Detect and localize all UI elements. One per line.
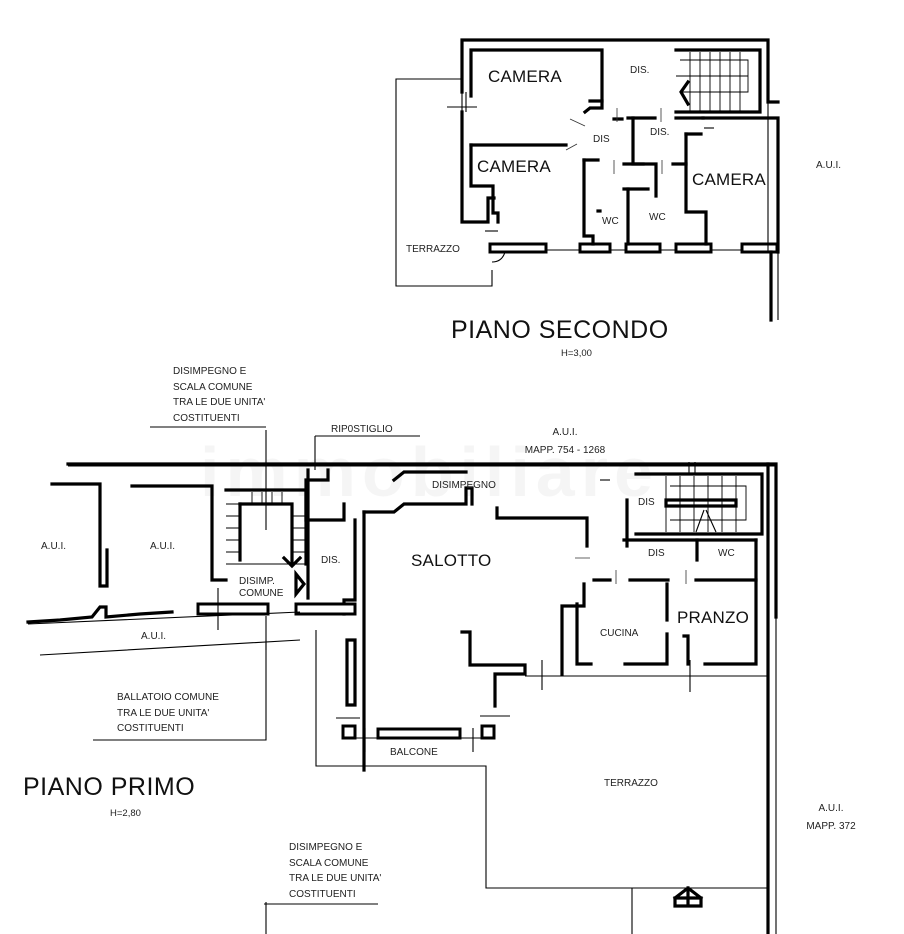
- room-dis-1: DIS.: [630, 65, 650, 76]
- room-wc-1: WC: [602, 216, 619, 227]
- floor-title-first: PIANO PRIMO: [23, 773, 196, 801]
- neighbor-aui-top: A.U.I. MAPP. 754 - 1268: [524, 427, 606, 456]
- floor-height-second: H=3,00: [561, 348, 592, 359]
- room-camera-1: CAMERA: [488, 67, 562, 86]
- room-wc-first: WC: [718, 548, 735, 559]
- room-dis-kitchen: DIS: [648, 548, 665, 559]
- room-balcone: BALCONE: [390, 747, 438, 758]
- floor-title-second: PIANO SECONDO: [451, 316, 669, 344]
- note-scala-comune-bottom: DISIMPEGNO E SCALA COMUNE TRA LE DUE UNI…: [289, 842, 382, 900]
- neighbor-aui-bottom-left: A.U.I.: [141, 631, 167, 642]
- neighbor-aui-left: A.U.I.: [150, 541, 176, 552]
- room-dis-left: DIS.: [321, 555, 341, 566]
- room-disimp-comune: DISIMP. COMUNE: [239, 576, 284, 599]
- neighbor-aui-far-left: A.U.I.: [41, 541, 67, 552]
- neighbor-aui-right: A.U.I. MAPP. 372: [806, 803, 856, 832]
- note-ballatoio-comune: BALLATOIO COMUNE TRA LE DUE UNITA' COSTI…: [117, 692, 219, 734]
- room-wc-2: WC: [649, 212, 666, 223]
- room-cucina: CUCINA: [600, 628, 639, 639]
- room-camera-3: CAMERA: [692, 170, 766, 189]
- first-floor-walls: [26, 426, 778, 934]
- neighbor-aui-second: A.U.I.: [816, 160, 842, 171]
- room-dis-stair: DIS: [638, 497, 655, 508]
- room-salotto: SALOTTO: [411, 551, 492, 570]
- room-terrazzo-first: TERRAZZO: [604, 778, 658, 789]
- room-dis-2: DIS: [593, 134, 610, 145]
- room-camera-2: CAMERA: [477, 157, 551, 176]
- room-pranzo: PRANZO: [677, 608, 750, 627]
- floor-height-first: H=2,80: [110, 808, 141, 819]
- room-terrazzo-second: TERRAZZO: [406, 244, 460, 255]
- room-disimpegno: DISIMPEGNO: [432, 480, 496, 491]
- room-dis-3: DIS.: [650, 127, 670, 138]
- second-floor-walls: [395, 38, 780, 322]
- note-scala-comune-top: DISIMPEGNO E SCALA COMUNE TRA LE DUE UNI…: [173, 366, 266, 424]
- room-ripostiglio: RIP0STIGLIO: [331, 424, 393, 435]
